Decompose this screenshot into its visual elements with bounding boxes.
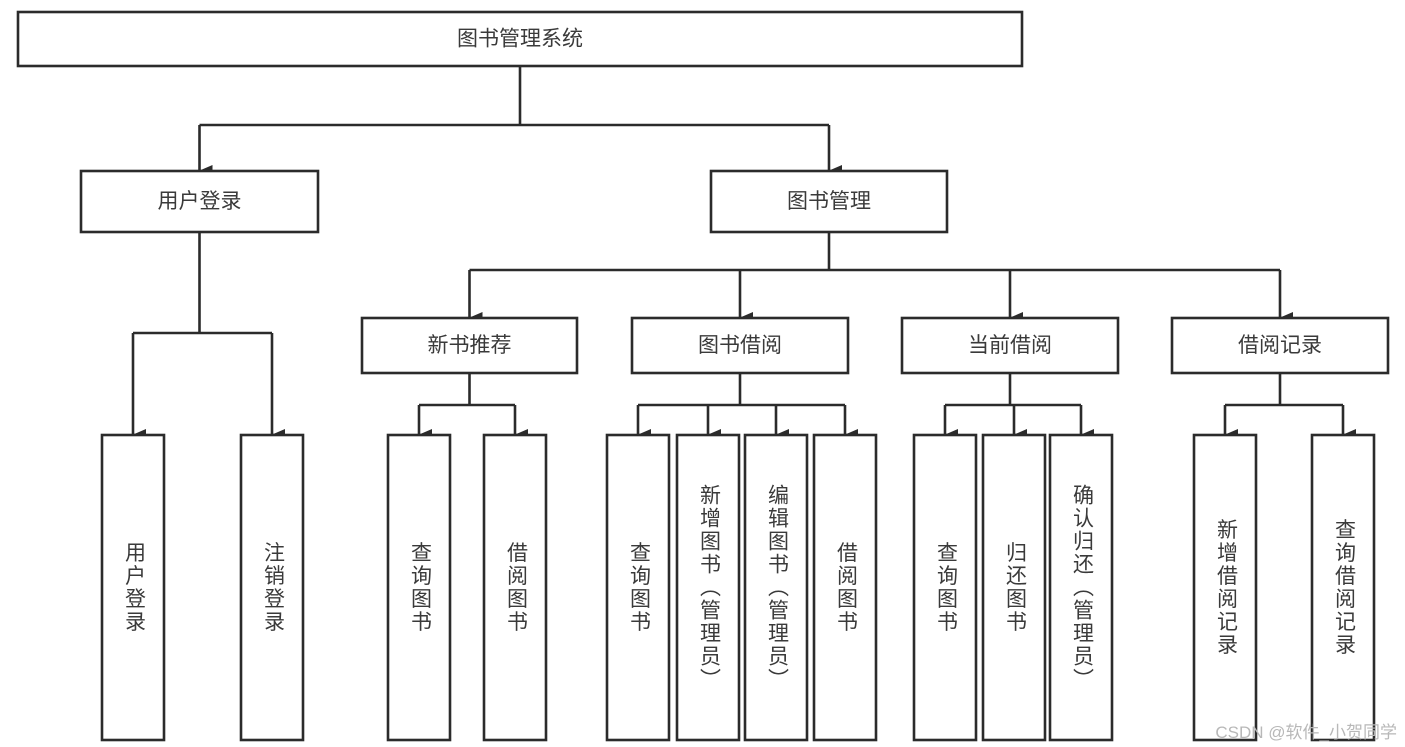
node-leaf-borrow-book[interactable]: 借阅图书 — [812, 433, 878, 742]
node-label-leaf-query-book-rec: 查询图书 — [408, 542, 432, 634]
node-box-leaf-add-book — [675, 433, 741, 742]
node-book-borrow[interactable]: 图书借阅 — [630, 316, 850, 375]
node-box-leaf-add-borrow-record — [1192, 433, 1258, 742]
node-leaf-query-book-borrow[interactable]: 查询图书 — [605, 433, 671, 742]
node-label-current-borrow: 当前借阅 — [968, 334, 1052, 357]
node-label-user-login: 用户登录 — [158, 190, 242, 213]
node-label-leaf-borrow-book-rec: 借阅图书 — [504, 542, 528, 634]
node-box-leaf-confirm-return — [1048, 433, 1114, 742]
node-label-leaf-confirm-return: 确认归还（管理员） — [1070, 484, 1094, 691]
node-leaf-confirm-return[interactable]: 确认归还（管理员） — [1048, 433, 1114, 742]
node-leaf-return-book[interactable]: 归还图书 — [981, 433, 1047, 742]
node-box-leaf-query-book-rec — [386, 433, 452, 742]
node-box-leaf-user-logout — [239, 433, 305, 742]
csdn-watermark: CSDN @软件_小贺同学 — [1215, 723, 1397, 742]
edges-layer — [131, 66, 1356, 441]
node-label-leaf-borrow-book: 借阅图书 — [834, 542, 858, 634]
node-box-leaf-query-book-cur — [912, 433, 978, 742]
node-leaf-query-borrow-record[interactable]: 查询借阅记录 — [1310, 433, 1376, 742]
node-label-leaf-edit-book: 编辑图书（管理员） — [765, 484, 789, 691]
node-borrow-record[interactable]: 借阅记录 — [1170, 316, 1390, 375]
node-box-leaf-borrow-book — [812, 433, 878, 742]
node-book-manage[interactable]: 图书管理 — [709, 169, 949, 234]
node-label-book-borrow: 图书借阅 — [698, 334, 782, 357]
node-box-new-book-rec — [360, 316, 579, 375]
node-box-user-login — [79, 169, 320, 234]
node-label-book-manage: 图书管理 — [787, 190, 871, 213]
node-box-book-borrow — [630, 316, 850, 375]
node-leaf-edit-book[interactable]: 编辑图书（管理员） — [743, 433, 809, 742]
node-label-leaf-user-login: 用户登录 — [122, 542, 146, 634]
node-label-leaf-query-borrow-record: 查询借阅记录 — [1332, 519, 1356, 657]
node-box-borrow-record — [1170, 316, 1390, 375]
node-leaf-add-book[interactable]: 新增图书（管理员） — [675, 433, 741, 742]
node-label-leaf-query-book-cur: 查询图书 — [934, 542, 958, 634]
node-new-book-rec[interactable]: 新书推荐 — [360, 316, 579, 375]
node-leaf-borrow-book-rec[interactable]: 借阅图书 — [482, 433, 548, 742]
node-box-leaf-user-login — [100, 433, 166, 742]
node-user-login[interactable]: 用户登录 — [79, 169, 320, 234]
node-leaf-user-login[interactable]: 用户登录 — [100, 433, 166, 742]
node-box-leaf-return-book — [981, 433, 1047, 742]
node-label-leaf-return-book: 归还图书 — [1003, 542, 1027, 634]
node-box-root — [16, 10, 1024, 68]
node-label-root: 图书管理系统 — [457, 28, 583, 51]
node-leaf-query-book-cur[interactable]: 查询图书 — [912, 433, 978, 742]
node-leaf-add-borrow-record[interactable]: 新增借阅记录 — [1192, 433, 1258, 742]
nodes-layer: 图书管理系统用户登录图书管理新书推荐图书借阅当前借阅借阅记录用户登录注销登录查询… — [16, 10, 1390, 742]
node-label-borrow-record: 借阅记录 — [1238, 334, 1322, 357]
node-label-leaf-query-book-borrow: 查询图书 — [627, 542, 651, 634]
node-root[interactable]: 图书管理系统 — [16, 10, 1024, 68]
node-box-leaf-edit-book — [743, 433, 809, 742]
node-box-current-borrow — [900, 316, 1120, 375]
node-label-leaf-add-book: 新增图书（管理员） — [697, 484, 721, 691]
node-label-new-book-rec: 新书推荐 — [428, 334, 512, 357]
node-box-leaf-borrow-book-rec — [482, 433, 548, 742]
node-box-leaf-query-borrow-record — [1310, 433, 1376, 742]
node-box-book-manage — [709, 169, 949, 234]
node-label-leaf-add-borrow-record: 新增借阅记录 — [1214, 519, 1238, 657]
node-label-leaf-user-logout: 注销登录 — [261, 542, 285, 634]
node-leaf-user-logout[interactable]: 注销登录 — [239, 433, 305, 742]
node-leaf-query-book-rec[interactable]: 查询图书 — [386, 433, 452, 742]
node-current-borrow[interactable]: 当前借阅 — [900, 316, 1120, 375]
node-box-leaf-query-book-borrow — [605, 433, 671, 742]
